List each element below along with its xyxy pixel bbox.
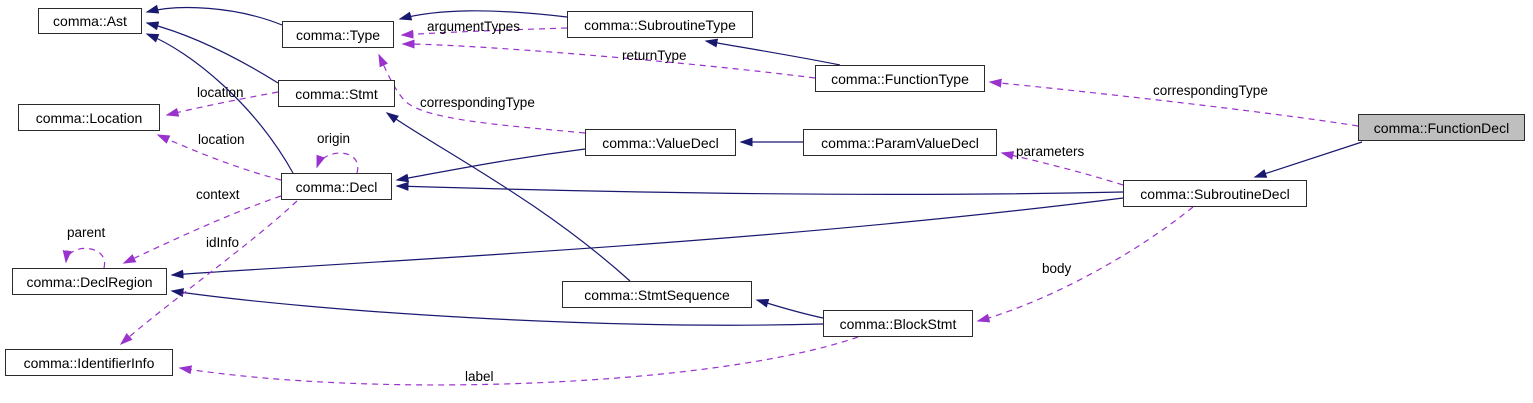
edge-label-parent: parent [67, 225, 106, 240]
node-comma-declregion[interactable]: comma::DeclRegion [12, 268, 167, 295]
node-comma-location[interactable]: comma::Location [18, 104, 160, 131]
node-comma-functiondecl: comma::FunctionDecl [1358, 114, 1525, 141]
edge-use-decl-idinfo-identifierinfo [119, 200, 298, 345]
edge-inherit-valuedecl-to-decl [395, 148, 586, 183]
node-comma-blockstmt[interactable]: comma::BlockStmt [823, 310, 973, 337]
edge-inherit-decl-to-ast [145, 33, 294, 174]
edge-use-functiontype-returntype-type [401, 39, 816, 79]
edge-label-argumenttypes: argumentTypes [427, 19, 521, 34]
node-comma-decl[interactable]: comma::Decl [281, 173, 392, 200]
edge-use-decl-location [156, 134, 282, 181]
edge-label-location-lower: location [198, 132, 245, 147]
edge-inherit-type-to-ast [145, 4, 283, 26]
edge-use-stmt-location [165, 91, 279, 117]
edge-label-body: body [1042, 261, 1072, 276]
node-comma-identifierinfo[interactable]: comma::IdentifierInfo [5, 349, 173, 376]
edge-use-subroutinetype-argumenttypes-type [400, 27, 568, 39]
edge-label-context: context [196, 187, 240, 202]
edge-label-returntype: returnType [622, 48, 687, 63]
node-comma-paramvaluedecl[interactable]: comma::ParamValueDecl [803, 129, 997, 156]
edge-use-subroutinedecl-parameters-paramvaluedecl [1000, 151, 1124, 186]
edge-label-idinfo: idInfo [206, 235, 240, 250]
edge-inherit-functiontype-to-subroutinetype [704, 38, 841, 66]
node-comma-subroutinetype[interactable]: comma::SubroutineType [567, 11, 753, 38]
edge-inherit-stmtsequence-to-stmt [385, 112, 631, 282]
edge-label-location-upper: location [197, 85, 244, 100]
edge-label-correspondingtype-right: correspondingType [1153, 83, 1268, 98]
edge-inherit-stmt-to-ast [145, 21, 279, 84]
edge-label-origin: origin [317, 131, 351, 146]
edge-inherit-subroutinetype-to-type [398, 10, 568, 21]
edge-use-blockstmt-label-identifierinfo [178, 336, 859, 386]
node-comma-stmtsequence[interactable]: comma::StmtSequence [562, 281, 752, 308]
edge-inherit-blockstmt-to-declregion [170, 288, 824, 326]
node-comma-functiontype[interactable]: comma::FunctionType [815, 65, 985, 92]
edge-use-subroutinedecl-body-blockstmt [976, 206, 1194, 323]
edge-inherit-functiondecl-to-subroutinedecl [1253, 141, 1363, 178]
node-comma-type[interactable]: comma::Type [282, 21, 394, 48]
edge-inherit-blockstmt-to-stmtsequence [755, 298, 824, 319]
edge-use-valuedecl-correspondingtype-type [378, 53, 586, 134]
edge-use-decl-origin-selfloop [316, 152, 359, 174]
node-comma-ast[interactable]: comma::Ast [38, 8, 142, 34]
edge-use-decl-context-declregion [122, 195, 282, 264]
node-comma-stmt[interactable]: comma::Stmt [278, 80, 395, 107]
edge-label-parameters: parameters [1016, 144, 1085, 159]
edge-use-declregion-parent-selfloop [62, 247, 106, 269]
edge-label-label: label [465, 369, 494, 384]
edge-inherit-subroutinedecl-to-declregion [170, 197, 1124, 279]
edge-label-correspondingtype-left: correspondingType [420, 95, 535, 110]
node-comma-subroutinedecl[interactable]: comma::SubroutineDecl [1123, 180, 1307, 207]
node-comma-valuedecl[interactable]: comma::ValueDecl [585, 129, 736, 156]
edge-inherit-subroutinedecl-to-decl [395, 181, 1124, 195]
edge-use-functiondecl-correspondingtype-functiontype [988, 78, 1359, 127]
